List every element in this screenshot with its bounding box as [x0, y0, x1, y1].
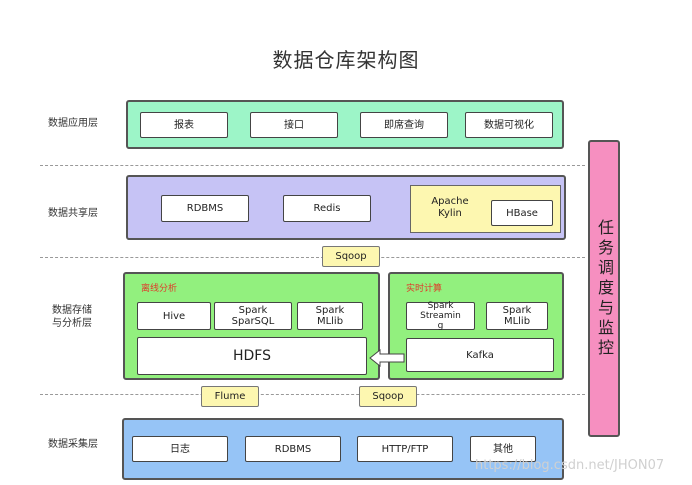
watermark: https://blog.csdn.net/JHON07	[475, 458, 665, 473]
spark-mllib-realtime-box: Spark MLlib	[486, 302, 548, 330]
report-box: 报表	[140, 112, 228, 138]
sqoop-connector-bottom: Sqoop	[359, 386, 417, 407]
offline-analysis-label: 离线分析	[141, 284, 178, 294]
task-scheduling-monitor-bar: 任务调度与监控	[588, 140, 620, 437]
spark-sql-box: Spark SparSQL	[214, 302, 292, 330]
layer-label-application: 数据应用层	[48, 118, 98, 129]
layer-divider	[40, 165, 585, 166]
hive-box: Hive	[137, 302, 211, 330]
diagram-title: 数据仓库架构图	[272, 48, 420, 72]
layer-label-sharing: 数据共享层	[48, 208, 98, 219]
offline-analysis-panel: 离线分析 Hive Spark SparSQL Spark MLlib HDFS	[123, 272, 380, 380]
http-ftp-box: HTTP/FTP	[357, 436, 453, 462]
redis-box: Redis	[283, 195, 371, 222]
spark-mllib-offline-box: Spark MLlib	[297, 302, 363, 330]
layer-label-storage: 数据存储 与分析层	[52, 305, 92, 329]
log-box: 日志	[132, 436, 228, 462]
sqoop-connector-top: Sqoop	[322, 246, 380, 267]
kafka-box: Kafka	[406, 338, 554, 372]
adhoc-query-box: 即席查询	[360, 112, 448, 138]
data-visualization-box: 数据可视化	[465, 112, 553, 138]
kylin-group: Apache Kylin HBase	[410, 185, 561, 233]
layer-divider	[40, 394, 585, 395]
kafka-to-hdfs-arrow	[369, 348, 405, 368]
realtime-computing-label: 实时计算	[406, 284, 443, 294]
realtime-computing-panel: 实时计算 Spark Streamin g Spark MLlib Kafka	[388, 272, 564, 380]
layer-label-collection: 数据采集层	[48, 439, 98, 450]
flume-connector: Flume	[201, 386, 259, 407]
rdbms-source-box: RDBMS	[245, 436, 341, 462]
kylin-label: Apache Kylin	[431, 196, 469, 219]
collection-layer-panel: 日志 RDBMS HTTP/FTP 其他	[122, 418, 564, 480]
sharing-layer-panel: RDBMS Redis Apache Kylin HBase	[126, 175, 566, 240]
spark-streaming-box: Spark Streamin g	[406, 301, 475, 331]
application-layer-panel: 报表 接口 即席查询 数据可视化	[126, 100, 564, 149]
layer-divider	[40, 257, 585, 258]
hdfs-box: HDFS	[137, 337, 367, 375]
api-box: 接口	[250, 112, 338, 138]
rdbms-box: RDBMS	[161, 195, 249, 222]
task-scheduling-monitor-label: 任务调度与监控	[595, 218, 614, 359]
hbase-box: HBase	[491, 200, 553, 226]
other-box: 其他	[470, 436, 536, 462]
